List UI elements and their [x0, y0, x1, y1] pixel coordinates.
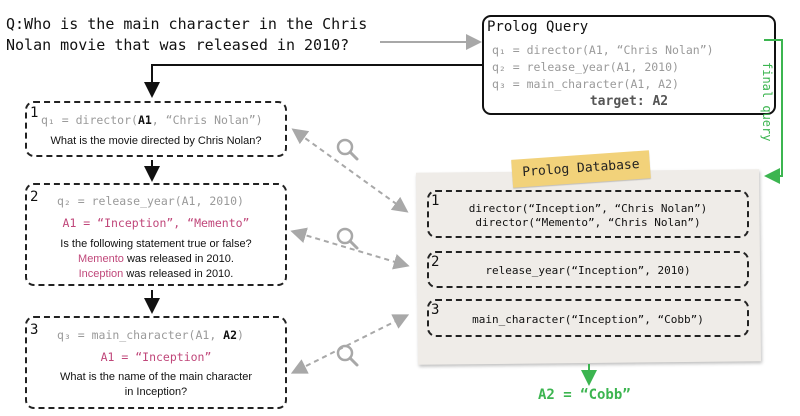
answer-text: A2 = “Cobb” [538, 387, 631, 403]
database-entry-1-line-2: director(“Memento”, “Chris Nolan”) [475, 216, 701, 229]
database-entry-3-number: 3 [431, 302, 440, 318]
step-1-query: q₁ = director(A1, “Chris Nolan”) [41, 113, 263, 127]
database-entry-3: 3 main_character(“Inception”, “Cobb”) [427, 299, 749, 337]
database-entry-1-number: 1 [431, 193, 440, 209]
query-to-step1-arrow [144, 64, 482, 98]
step-2-statement-1: Memento was released in 2010. [78, 253, 234, 265]
step-2-box: 2 q₂ = release_year(A1, 2010) A1 = “Ince… [25, 183, 287, 286]
step-2-statement-2: Inception was released in 2010. [78, 268, 234, 280]
step-3-query: q₃ = main_character(A1, A2) [57, 328, 244, 342]
step-1-number: 1 [30, 105, 39, 121]
step-2-binding: A1 = “Inception”, “Memento” [62, 216, 250, 230]
question-line-2: Nolan movie that was released in 2010? [6, 36, 350, 54]
step-2-question: Is the following statement true or false… [60, 238, 252, 250]
query-line-1: q₁ = director(A1, “Chris Nolan”) [492, 43, 714, 57]
step-1-question: What is the movie directed by Chris Nola… [50, 135, 262, 147]
step1-db-connector [291, 128, 409, 213]
database-entry-2-number: 2 [431, 254, 440, 270]
query-line-2: q₂ = release_year(A1, 2010) [492, 60, 679, 74]
database-entry-2-line-1: release_year(“Inception”, 2010) [485, 264, 691, 277]
database-entry-2: 2 release_year(“Inception”, 2010) [427, 251, 749, 288]
prolog-query-title: Prolog Query [487, 19, 589, 35]
question-line-1: Q:Who is the main character in the Chris [6, 15, 368, 33]
step-3-number: 3 [30, 322, 39, 338]
step-2-query: q₂ = release_year(A1, 2010) [57, 194, 244, 208]
database-entry-1: 1 director(“Inception”, “Chris Nolan”) d… [427, 190, 749, 238]
step-3-question-line-2: in Inception? [124, 386, 188, 398]
step3-db-connector [290, 314, 410, 374]
magnifier-icon [336, 227, 359, 250]
step-2-number: 2 [30, 189, 39, 205]
magnifier-icon [336, 344, 359, 367]
step-3-question-line-1: What is the name of the main character [60, 371, 252, 383]
step-3-binding: A1 = “Inception” [100, 350, 212, 364]
database-entry-1-line-1: director(“Inception”, “Chris Nolan”) [468, 202, 708, 215]
final-query-arrow [764, 39, 783, 184]
database-entry-3-line-1: main_character(“Inception”, “Cobb”) [472, 313, 704, 326]
query-line-3: q₃ = main_character(A1, A2) [492, 77, 679, 91]
step2-db-connector [290, 227, 410, 270]
query-target: target: A2 [589, 94, 669, 109]
prolog-query-box: Prolog Query q₁ = director(A1, “Chris No… [482, 15, 776, 115]
step-3-box: 3 q₃ = main_character(A1, A2) A1 = “Ince… [25, 316, 287, 409]
magnifier-icon [336, 138, 359, 161]
question-text: Q:Who is the main character in the Chris… [6, 14, 367, 56]
step-1-box: 1 q₁ = director(A1, “Chris Nolan”) What … [25, 101, 287, 157]
